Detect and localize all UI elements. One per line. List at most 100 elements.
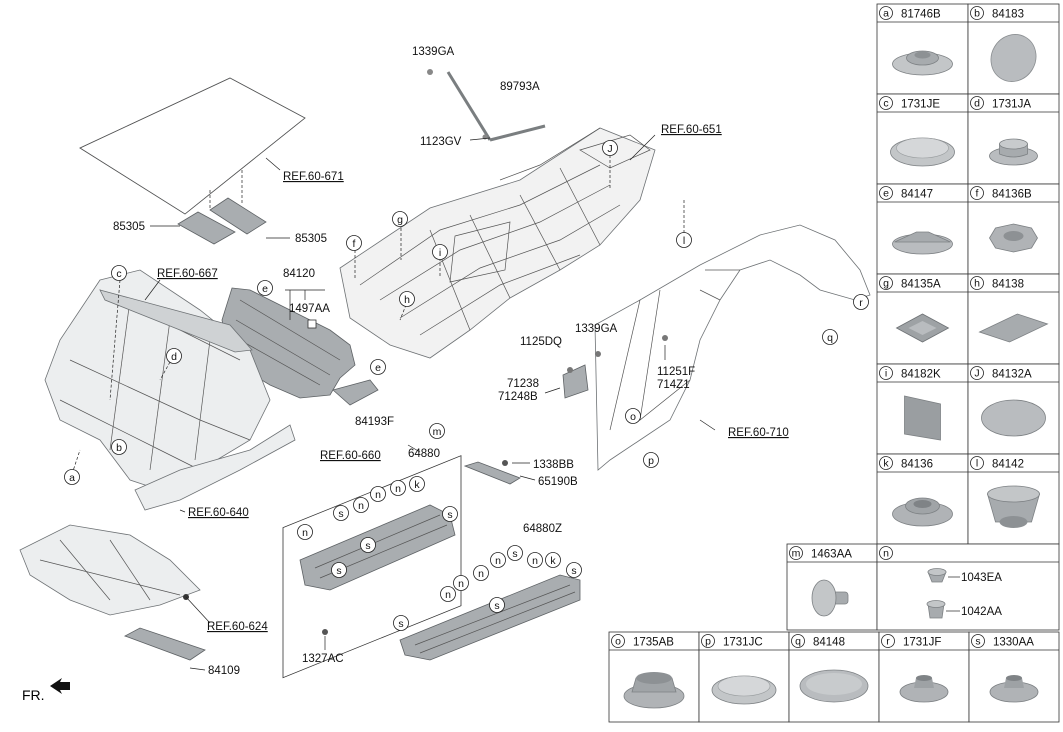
callout-s-24[interactable]: s [360, 537, 376, 553]
callout-n-28[interactable]: n [453, 575, 469, 591]
part-g-icon [895, 313, 950, 343]
callout-s-18[interactable]: s [333, 505, 349, 521]
legend-part-code: 84182K [901, 369, 941, 381]
callout-b-2[interactable]: b [111, 439, 127, 455]
callout-n-30[interactable]: n [490, 552, 506, 568]
part-f-icon [989, 223, 1038, 253]
part-s-icon [989, 675, 1039, 703]
callout-n-29[interactable]: n [473, 565, 489, 581]
callout-letter: h [404, 294, 410, 306]
callout-letter: r [859, 297, 863, 309]
callout-letter: n [302, 527, 308, 539]
callout-n-21[interactable]: n [390, 480, 406, 496]
callout-letter: n [495, 555, 501, 567]
callout-p-16[interactable]: p [643, 452, 659, 468]
part-e-icon [892, 231, 953, 255]
n-subpart-1[interactable]: 1043EA [927, 568, 1002, 585]
ref-60-640[interactable]: REF.60-640 [188, 507, 249, 519]
part-1123gv: 1123GV [420, 136, 462, 148]
callout-e-5[interactable]: e [370, 359, 386, 375]
part-m-icon [811, 579, 849, 617]
callout-k-22[interactable]: k [409, 476, 425, 492]
callout-n-17[interactable]: n [297, 524, 313, 540]
callout-s-27[interactable]: s [393, 615, 409, 631]
fr-label: FR. [22, 687, 45, 703]
callout-e-4[interactable]: e [257, 280, 273, 296]
part-1125dq: 1125DQ [520, 336, 562, 348]
n-subpart-2[interactable]: 1042AA [926, 600, 1002, 619]
legend-part-code: 1463AA [811, 549, 852, 561]
part-84109: 84109 [208, 665, 240, 677]
callout-c-0[interactable]: c [111, 265, 127, 281]
callout-k-33[interactable]: k [545, 552, 561, 568]
callout-letter: f [353, 238, 356, 250]
callout-s-31[interactable]: s [507, 545, 523, 561]
legend-cell-m[interactable]: m 1463AA [786, 543, 878, 631]
callout-letter: k [550, 555, 556, 567]
callout-letter: J [607, 143, 612, 155]
callout-h-8[interactable]: h [399, 291, 415, 307]
callout-n-32[interactable]: n [527, 552, 543, 568]
front-crossmember [134, 424, 296, 511]
callout-g-7[interactable]: g [392, 211, 408, 227]
ref-60-710[interactable]: REF.60-710 [728, 427, 789, 439]
legend-part-code: 1330AA [993, 637, 1034, 649]
legend-part-code: 1731JE [901, 99, 940, 111]
callout-letter: e [375, 362, 381, 374]
legend-letter: m [792, 548, 801, 560]
ref-60-671[interactable]: REF.60-671 [283, 171, 344, 183]
callout-s-25[interactable]: s [331, 562, 347, 578]
callout-j-10[interactable]: J [602, 140, 618, 156]
callout-r-13[interactable]: r [853, 294, 869, 310]
callout-m-12[interactable]: m [429, 423, 445, 439]
callout-l-11[interactable]: l [676, 232, 692, 248]
callout-d-3[interactable]: d [166, 348, 182, 364]
ref-60-651[interactable]: REF.60-651 [661, 124, 722, 136]
callout-q-14[interactable]: q [822, 329, 838, 345]
legend-letter: g [883, 278, 889, 290]
callout-n-20[interactable]: n [370, 486, 386, 502]
part-85305-right: 85305 [295, 233, 327, 245]
callout-n-19[interactable]: n [353, 497, 369, 513]
legend-letter: J [974, 368, 979, 380]
part-1497aa: 1497AA [289, 303, 330, 315]
callout-f-6[interactable]: f [346, 235, 362, 251]
callout-s-34[interactable]: s [566, 562, 582, 578]
ref-60-624[interactable]: REF.60-624 [207, 621, 268, 633]
legend-part-code: 84148 [813, 637, 845, 649]
callout-i-9[interactable]: i [432, 244, 448, 260]
ref-60-667[interactable]: REF.60-667 [157, 268, 218, 280]
callout-s-35[interactable]: s [489, 597, 505, 613]
callout-o-15[interactable]: o [625, 408, 641, 424]
legend-part-code: 84142 [992, 459, 1024, 471]
fr-arrow-icon [50, 678, 70, 694]
legend-part-code: 1731JA [992, 99, 1031, 111]
callout-s-23[interactable]: s [442, 506, 458, 522]
callout-a-1[interactable]: a [64, 469, 80, 485]
callout-n-26[interactable]: n [440, 586, 456, 602]
callout-letter: s [494, 600, 499, 612]
callout-letter: s [336, 565, 341, 577]
part-84193f: 84193F [355, 416, 394, 428]
ref-60-660[interactable]: REF.60-660 [320, 450, 381, 462]
callout-letter: l [683, 235, 685, 247]
